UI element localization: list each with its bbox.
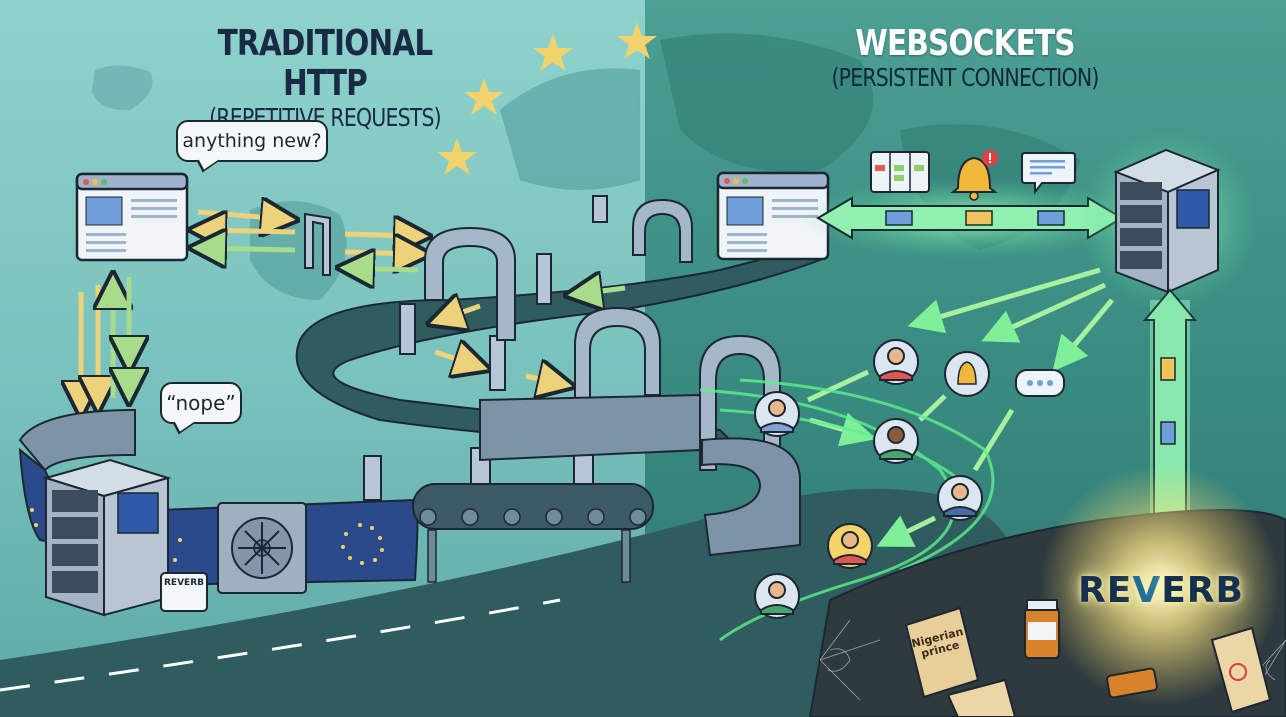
reverb-logo-accent: V [1132,570,1162,611]
vertical-arrows [81,277,129,405]
spam-flyers [946,626,1272,717]
broadcast-arrows [806,267,1114,547]
websockets-title: WEBSOCKETS (PERSISTENT CONNECTION) [780,24,1150,92]
user-woman-yellow [827,523,873,569]
chat-message-icon [1021,152,1076,195]
client-browser-right [716,171,830,261]
response-speech-bubble: “nope” [160,382,242,424]
reverb-server-tag: REVERB [160,572,208,612]
user-avatars [754,339,1065,619]
pill-bottle-tipped [1106,667,1158,699]
client-browser-left [75,172,189,262]
reverb-logo-suffix: ERB [1161,570,1244,611]
bidirectional-arrow [800,178,1140,258]
typing-bubble-badge [1015,369,1065,397]
eu-stars-decoration [437,22,657,175]
user-man-green [873,418,919,464]
request-arrows [198,212,626,384]
websockets-title-sub: (PERSISTENT CONNECTION) [831,63,1099,92]
server-rack-right [1078,130,1258,310]
reverb-tag-label: REVERB [164,578,204,588]
http-title: TRADITIONAL HTTP (REPETITIVE REQUESTS) [140,24,510,132]
reverb-brand-logo: REVERB [1078,570,1244,611]
bell-badge [944,351,990,397]
user-man-blue [754,391,800,437]
notification-bell-icon [950,150,998,201]
conveyor-belt [412,483,654,583]
user-man-navy [937,475,983,521]
pill-bottle-upright [1024,599,1060,659]
nigerian-prince-scroll [904,606,980,699]
user-woman-red [873,339,919,385]
http-title-main: TRADITIONAL HTTP [217,23,434,104]
reverb-logo-prefix: RE [1078,570,1133,611]
kanban-board-icon [870,151,930,193]
request-speech-bubble: anything new? [176,120,328,162]
vault-safe [217,502,307,594]
server-rack-left [42,458,172,617]
websockets-title-main: WEBSOCKETS [855,23,1075,64]
user-woman-green [754,573,800,619]
brick-wall [18,393,801,557]
